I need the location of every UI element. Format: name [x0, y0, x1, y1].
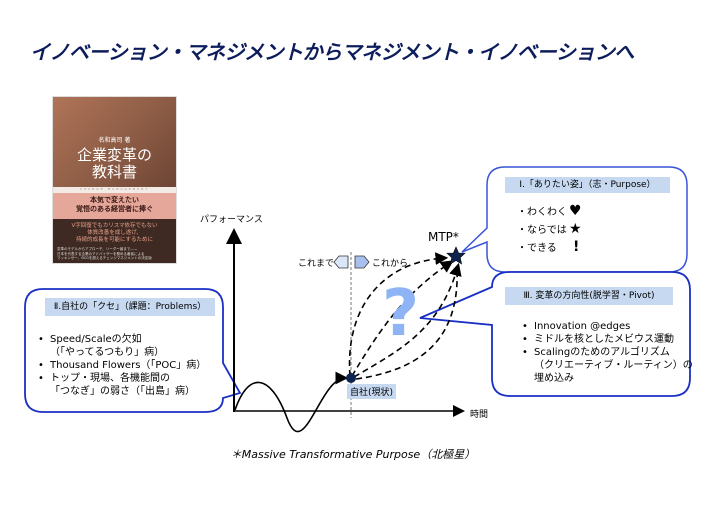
item-line: （クリエーティブ・ルーティン）の: [534, 360, 693, 371]
book-small-line: 日本を代表する企業のアドバイザーを務める著者による: [57, 251, 145, 256]
item-line: 「つなぎ」の弱さ（「出島」病）: [50, 386, 195, 397]
item-line: Thousand Flowers（「POC」病）: [50, 360, 207, 371]
question-mark-icon: ?: [382, 277, 420, 351]
purpose-item-text: ・ならでは: [517, 225, 567, 236]
book-small-text: 変革のモデルからアプローチ、リーダー論まで——日本を代表する企業のアドバイザーを…: [57, 247, 152, 261]
item-line: Speed/Scaleの欠如: [50, 334, 142, 345]
book-tagline-line: 本気で変えたい: [90, 196, 139, 204]
x-axis-label: 時間: [470, 410, 489, 420]
slide-title: イノベーション・マネジメントからマネジメント・イノベーションへ: [30, 40, 634, 64]
item-line: 埋め込み: [534, 373, 574, 384]
problems-list: Speed/Scaleの欠如 （「やってるつもり」病） Thousand Flow…: [38, 333, 206, 398]
path-mid-upper: [351, 260, 454, 377]
purpose-list: ・わくわく♥ ・ならでは★ ・できる!: [517, 203, 582, 257]
pivot-header: Ⅲ. 変革の方向性(脱学習・Pivot): [505, 287, 673, 305]
item-line: ミドルを核としたメビウス運動: [534, 334, 674, 345]
book-cover: 名和高司 著 企業変革の教科書 CHANGE MANAGEMENT 本気で変えた…: [52, 96, 177, 264]
book-subtitle-en: CHANGE MANAGEMENT: [53, 187, 176, 193]
problems-item: Speed/Scaleの欠如 （「やってるつもり」病）: [38, 333, 206, 359]
book-blurb-line: 体質改善を成し遂げ、: [87, 230, 142, 236]
problems-header: Ⅱ.自社の「クセ」（課題：Problems）: [45, 298, 215, 316]
exclamation-icon: !: [573, 239, 580, 255]
future-arrow-icon: [354, 255, 370, 269]
item-line: トップ・現場、各機能間の: [50, 373, 170, 384]
current-position-label: 自社(現状): [347, 384, 397, 399]
book-tagline-line: 覚悟のある経営者に捧ぐ: [76, 205, 153, 213]
star-icon: ★: [569, 221, 582, 237]
history-curve: [234, 371, 349, 433]
book-dark-band: [53, 219, 176, 263]
book-blurb: V字回復でもカリスマ依存でもない体質改善を成し遂げ、持続的成長を可能にするために: [53, 223, 176, 244]
book-small-line: 変革のモデルからアプローチ、リーダー論まで——: [57, 247, 138, 251]
pivot-item: ミドルを核としたメビウス運動: [522, 333, 693, 346]
mtp-label: MTP*: [428, 230, 459, 244]
book-author: 名和高司 著: [98, 137, 131, 144]
book-title-line: 教科書: [91, 163, 137, 181]
item-line: Innovation @edges: [534, 321, 631, 332]
book-small-line: マッキンゼー、BCGを超えるチェンジマネジメントの決定版: [57, 256, 152, 260]
book-tagline: 本気で変えたい覚悟のある経営者に捧ぐ: [53, 196, 176, 214]
past-label: これまで: [298, 259, 335, 269]
heart-icon: ♥: [569, 203, 582, 219]
path-upper: [348, 252, 449, 377]
book-blurb-line: V字回復でもカリスマ依存でもない: [71, 223, 158, 229]
purpose-item-text: ・できる: [517, 243, 557, 254]
purpose-item: ・わくわく♥: [517, 203, 582, 221]
book-title: 企業変革の教科書: [53, 147, 176, 181]
purpose-item-text: ・わくわく: [517, 207, 567, 218]
mtp-star-icon: [446, 246, 466, 265]
purpose-header: Ⅰ.「ありたい姿」（志・Purpose）: [505, 177, 670, 193]
problems-item: Thousand Flowers（「POC」病）: [38, 359, 206, 372]
pivot-list: Innovation @edges ミドルを核としたメビウス運動 Scaling…: [522, 320, 693, 385]
book-cover-top: [53, 97, 176, 187]
book-blurb-line: 持続的成長を可能にするために: [75, 237, 154, 243]
purpose-item: ・できる!: [517, 239, 582, 257]
book-title-line: 企業変革の: [76, 146, 152, 164]
y-axis-label: パフォーマンス: [200, 215, 263, 225]
problems-item: トップ・現場、各機能間の「つなぎ」の弱さ（「出島」病）: [38, 372, 206, 398]
item-line: Scalingのためのアルゴリズム: [534, 347, 670, 358]
pivot-item: Innovation @edges: [522, 320, 693, 333]
current-position-dot: [346, 373, 356, 383]
book-pink-band: [53, 193, 176, 219]
footnote: ＊Massive Transformative Purpose（北極星）: [230, 448, 476, 461]
past-arrow-icon: [333, 255, 349, 269]
path-lower: [355, 267, 458, 380]
purpose-item: ・ならでは★: [517, 221, 582, 239]
future-label: これから: [372, 259, 409, 269]
item-line: （「やってるつもり」病）: [50, 347, 165, 358]
path-mid-lower: [353, 262, 462, 378]
